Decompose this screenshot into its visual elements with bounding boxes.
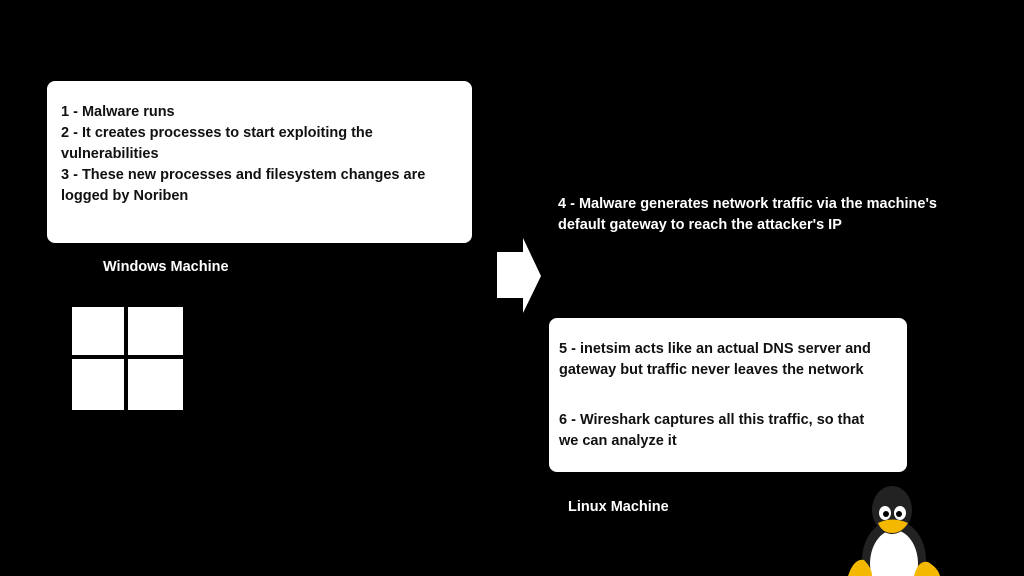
step-5: 5 - inetsim acts like an actual DNS serv… <box>559 341 871 357</box>
windows-steps-box: 1 - Malware runs 2 - It creates processe… <box>47 81 472 243</box>
arrow-right-icon <box>497 238 541 313</box>
step-3-cont: logged by Noriben <box>61 188 189 204</box>
linux-machine-label: Linux Machine <box>568 499 669 515</box>
step-2: 2 - It creates processes to start exploi… <box>61 125 373 141</box>
step-6-cont: we can analyze it <box>559 433 677 449</box>
linux-steps-box: 5 - inetsim acts like an actual DNS serv… <box>549 318 907 472</box>
step-2-cont: vulnerabilities <box>61 146 159 162</box>
linux-penguin-icon <box>848 486 940 576</box>
step-5-cont: gateway but traffic never leaves the net… <box>559 362 864 378</box>
step-4-cont: default gateway to reach the attacker's … <box>558 217 842 233</box>
step-4: 4 - Malware generates network traffic vi… <box>558 196 937 212</box>
windows-machine-label: Windows Machine <box>103 259 229 275</box>
step-6: 6 - Wireshark captures all this traffic,… <box>559 412 865 428</box>
step-1: 1 - Malware runs <box>61 104 175 120</box>
step-3: 3 - These new processes and filesystem c… <box>61 167 426 183</box>
